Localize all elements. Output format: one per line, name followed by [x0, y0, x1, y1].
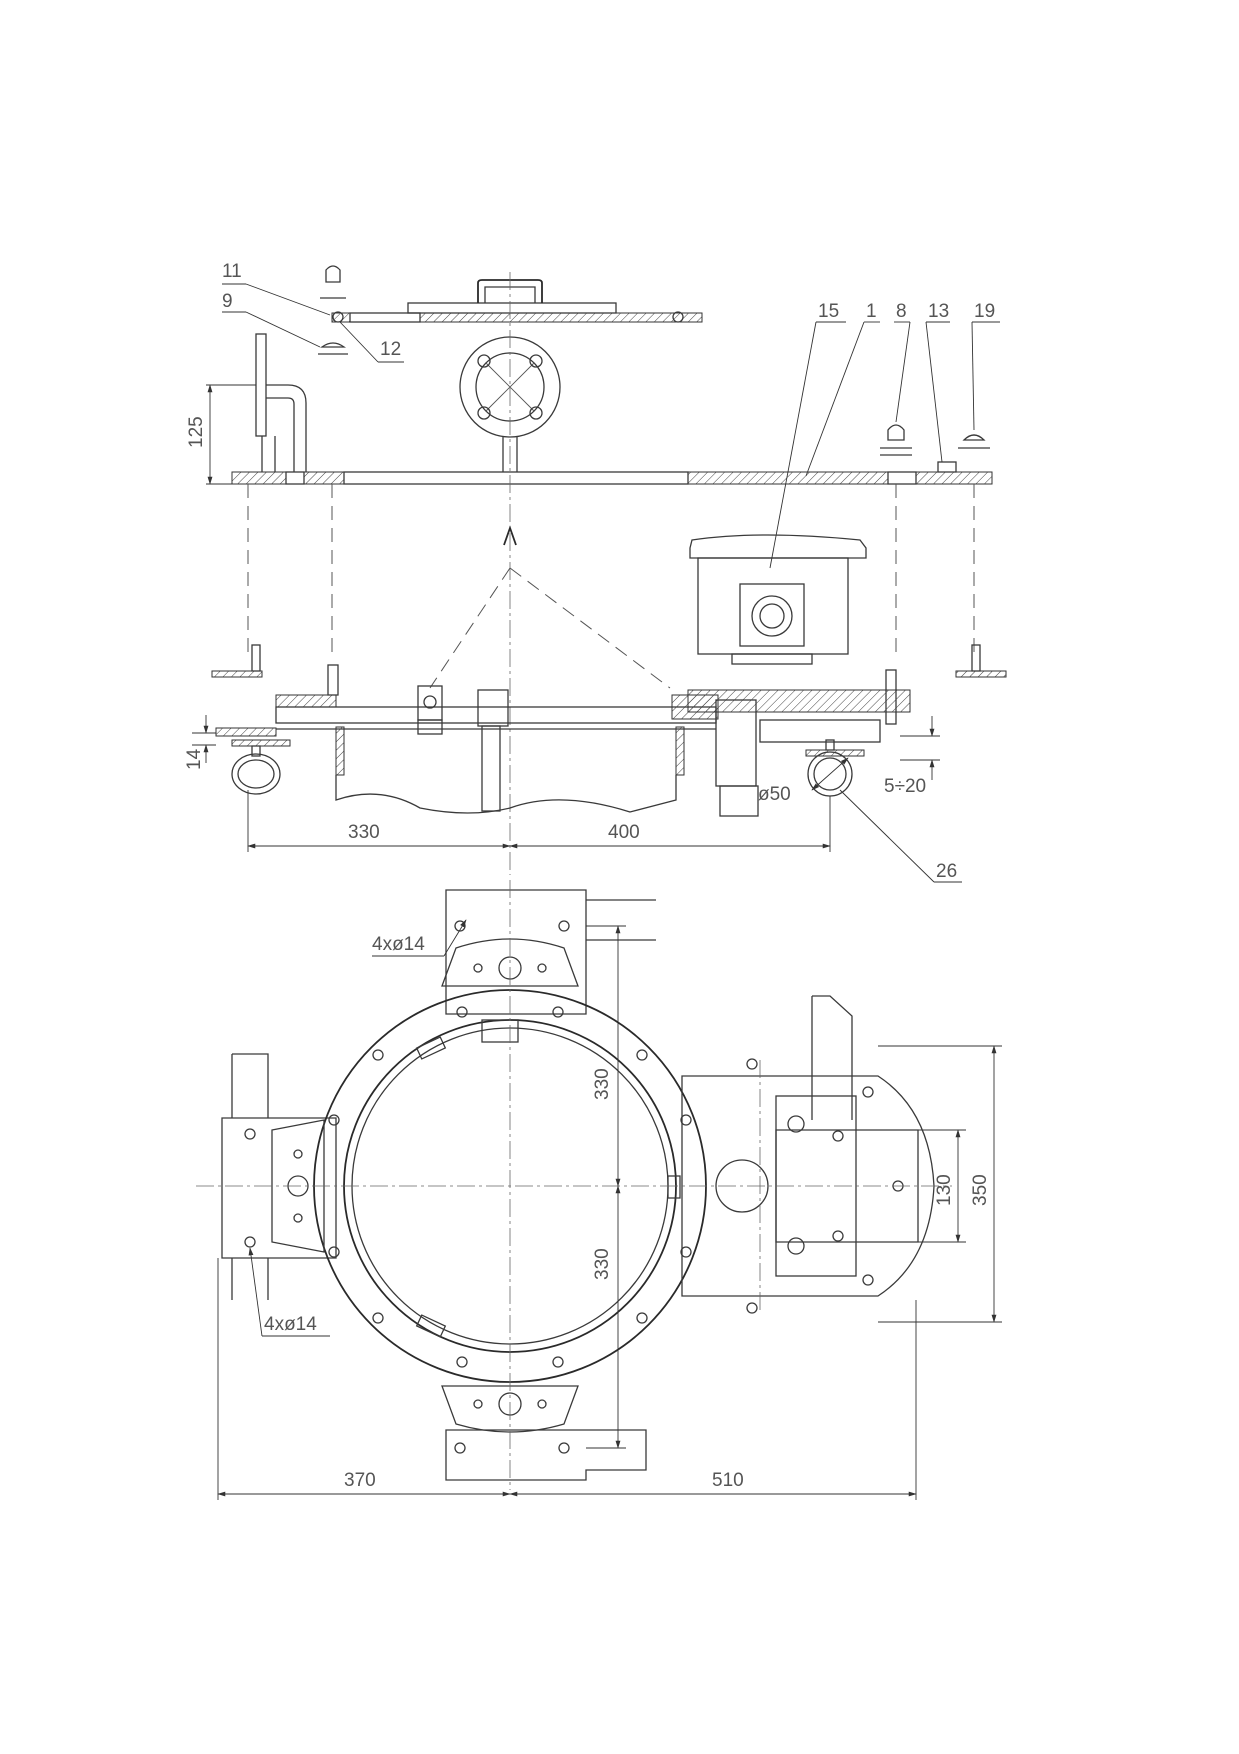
dim-125-label: 125 [186, 416, 207, 448]
holes-top-label: 4xø14 [372, 934, 425, 955]
holes-left-label: 4xø14 [264, 1314, 317, 1335]
front-view: ø50 14 5÷20 330 400 [184, 534, 1007, 852]
dim-330-down-label: 330 [592, 1248, 613, 1280]
dim-400-label: 400 [608, 822, 640, 843]
part-9-label: 9 [222, 291, 233, 312]
dim-5-20-label: 5÷20 [884, 776, 926, 797]
part-19-label: 19 [974, 301, 995, 322]
part-12-label: 12 [380, 339, 401, 360]
dim-330-front-label: 330 [348, 822, 380, 843]
dim-14-label: 14 [184, 748, 205, 770]
part-26-label: 26 [936, 861, 957, 882]
part-11-label: 11 [222, 261, 242, 282]
frame-plate [231, 333, 993, 485]
dim-370-label: 370 [344, 1470, 376, 1491]
part-callouts: 11 9 12 15 1 8 13 19 26 [222, 261, 1000, 883]
dim-diameter-50-label: ø50 [758, 784, 791, 805]
dim-350-label: 350 [970, 1174, 991, 1206]
part-8-label: 8 [896, 301, 907, 322]
dim-125: 125 [186, 384, 256, 485]
part-1-label: 1 [866, 301, 877, 322]
assembly-center-lines [247, 272, 975, 875]
dim-510-label: 510 [712, 1470, 744, 1491]
part-15-label: 15 [818, 301, 839, 322]
dim-330-up-label: 330 [592, 1068, 613, 1100]
plan-view: 330 330 130 350 4xø14 4xø14 370 510 [196, 880, 1002, 1500]
inspection-flange [459, 336, 561, 472]
part-13-label: 13 [928, 301, 949, 322]
dim-130-label: 130 [934, 1174, 955, 1206]
